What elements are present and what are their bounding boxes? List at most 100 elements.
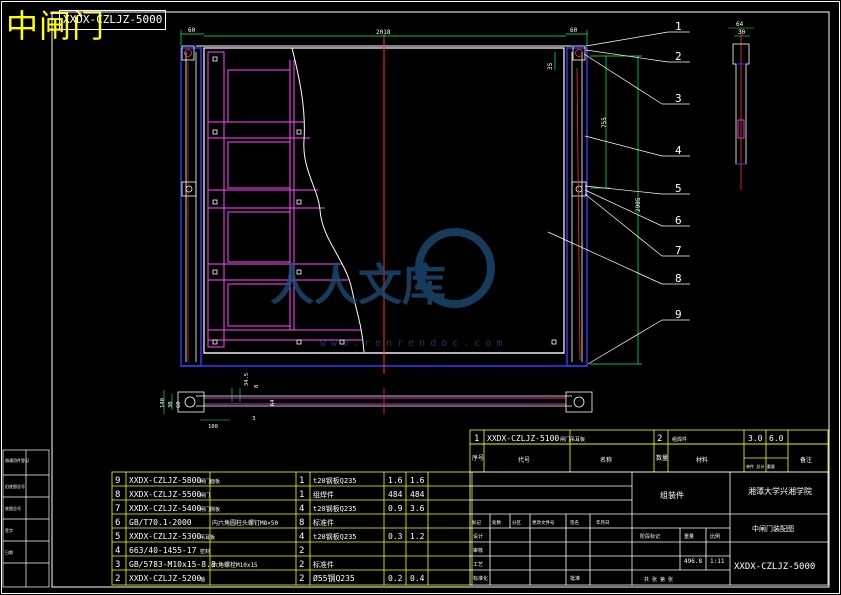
- bom-cell: XXDX-CZLJZ-5200: [129, 574, 201, 583]
- bom-rows: 9 XXDX-CZLJZ-5800 闸门面板 1 t20钢板Q235 1.6 1…: [115, 434, 812, 584]
- tb-label-2: 处数: [492, 519, 501, 526]
- bom-cell: 闸门吊耳板: [560, 436, 585, 443]
- callout-numbers: 1 2 3 4 5 6 7 8 9: [675, 20, 682, 321]
- bom-cell: 2: [299, 574, 304, 584]
- bom-cell: XXDX-CZLJZ-5400: [129, 504, 201, 513]
- bom-cell: 3.6: [410, 504, 425, 513]
- bom-header: 序号: [472, 454, 484, 462]
- tb-label-4: 更改文件号: [532, 519, 555, 526]
- bom-cell: 闸门侧板: [200, 506, 220, 513]
- bom-cell: 密封: [200, 548, 210, 555]
- title-block-grid: [469, 471, 829, 586]
- callout-leaders: [547, 31, 690, 365]
- callout-4: 4: [675, 144, 682, 157]
- drawing-name: 中闸门装配图: [752, 524, 794, 533]
- bom-cell: 2: [299, 560, 304, 570]
- bom-row-3: 3 GB/5783-M10x15-8.8 六角螺栓M10x15 2 标准件: [115, 560, 334, 570]
- bom-cell: 内六角圆柱头螺钉M8×50: [212, 519, 278, 527]
- bom-cell: t20钢板Q235: [313, 504, 357, 513]
- bom-cell: 6: [115, 518, 120, 528]
- bom-cell: 1: [299, 490, 304, 500]
- bom-cell: t20钢板Q235: [313, 532, 357, 541]
- bom-cell: 663/40-1455-17: [129, 546, 197, 555]
- bom-cell: 轴: [200, 576, 205, 583]
- bom-cell: XXDX-CZLJZ-5500: [129, 490, 201, 499]
- dim-bottom-6: 8: [254, 385, 260, 388]
- bom-row-6: 6 GB/T70.1-2000 内六角圆柱头螺钉M8×50 8 标准件: [115, 518, 334, 528]
- tb-label-5: 签名: [570, 519, 579, 526]
- dim-width: 2018: [376, 29, 391, 36]
- dimension-lines: [180, 30, 642, 365]
- bom-cell: 4: [115, 546, 120, 556]
- tb-label-6: 年月日: [596, 519, 610, 526]
- role-2: 审核: [473, 547, 483, 554]
- inner-border: [51, 11, 830, 588]
- bom-row-9: 9 XXDX-CZLJZ-5800 闸门面板 1 t20钢板Q235 1.6 1…: [115, 476, 425, 486]
- drawing-code-tag: XXDX-CZLJZ-5000: [59, 10, 167, 30]
- bom-cell: 0.4: [410, 574, 425, 583]
- title-block: 组装件 湘潭大学兴湘学院 中闸门装配图 XXDX-CZLJZ-5000 496.…: [472, 486, 815, 583]
- bom-row-7: 7 XXDX-CZLJZ-5400 闸门侧板 4 t20钢板Q235 0.9 3…: [115, 504, 425, 514]
- role-4: 标准化: [473, 575, 488, 582]
- role-5: 批准: [570, 575, 580, 582]
- callout-7: 7: [675, 244, 682, 257]
- bom-cell: GB/5783-M10x15-8.8: [129, 560, 216, 569]
- bom-cell: 3: [115, 560, 120, 570]
- weight-label: 重量: [684, 533, 694, 540]
- role-3: 工艺: [473, 562, 483, 568]
- stage-label: 阶段标记: [640, 533, 660, 540]
- dim-bottom-5: 34.5: [244, 373, 250, 386]
- dim-bottom-1: 140: [160, 398, 166, 408]
- bom-row-5: 5 XXDX-CZLJZ-5300 吊耳板 4 t20钢板Q235 0.3 1.…: [115, 532, 425, 542]
- bom-cell: 484: [388, 490, 403, 499]
- dim-bottom-7: 64: [270, 399, 276, 406]
- dim-side-2: 30: [738, 29, 746, 36]
- bom-row-8: 8 XXDX-CZLJZ-5500 闸门 1 组焊件 484 484: [115, 490, 425, 500]
- callout-5: 5: [675, 182, 682, 195]
- bom-cell: 4: [299, 504, 304, 514]
- bom-header: 材料: [696, 456, 708, 464]
- tb-label-3: 分区: [512, 519, 521, 526]
- watermark: 人人文库 www.renrendoc.com: [270, 228, 502, 349]
- bom-cell: 1.6: [388, 476, 403, 485]
- drawing-number: XXDX-CZLJZ-5000: [734, 562, 815, 572]
- sheet-label: 共 张 第 张: [644, 576, 673, 583]
- bom-cell: 4: [299, 532, 304, 542]
- bom-cell: 3.0: [748, 434, 763, 443]
- dim-v2: 755: [601, 117, 608, 128]
- bom-cell: 闸门面板: [200, 478, 220, 485]
- dim-right-top: 60: [570, 27, 578, 34]
- bom-cell: 484: [410, 490, 425, 499]
- bom-cell: t20钢板Q235: [313, 476, 357, 485]
- bom-grid: [111, 429, 829, 586]
- callout-9: 9: [675, 308, 682, 321]
- type-label: 组装件: [660, 490, 684, 500]
- bom-cell: 6.0: [769, 434, 784, 443]
- weight-value: 496.8: [684, 558, 702, 565]
- bom-cell: 9: [115, 476, 120, 486]
- dim-v1: 35: [547, 62, 554, 70]
- bom-cell: Ø55钢Q235: [313, 573, 355, 583]
- bom-cell: 标准件: [313, 518, 334, 527]
- bom-cell: 7: [115, 504, 120, 514]
- front-view[interactable]: [180, 34, 588, 374]
- bom-cell: 8: [299, 518, 304, 528]
- bom-cell: XXDX-CZLJZ-5800: [129, 476, 201, 485]
- bom-cell: 标准件: [313, 560, 334, 569]
- dim-bottom-8: 3: [252, 416, 255, 422]
- strip-label-5: 日期: [5, 549, 13, 555]
- callout-1: 1: [675, 20, 682, 33]
- bom-cell: 2: [657, 434, 662, 444]
- bom-cell: XXDX-CZLJZ-5300: [129, 532, 201, 541]
- plan-view[interactable]: [163, 388, 593, 421]
- bom-header: 备注: [800, 456, 812, 464]
- bom-cell: 六角螺栓M10x15: [212, 561, 258, 569]
- bom-cell: GB/T70.1-2000: [129, 518, 192, 527]
- strip-label-4: 签字: [5, 527, 13, 533]
- bom-header: 数量: [656, 454, 668, 462]
- side-view[interactable]: [728, 27, 754, 190]
- svg-text:人人文库: 人人文库: [270, 260, 446, 311]
